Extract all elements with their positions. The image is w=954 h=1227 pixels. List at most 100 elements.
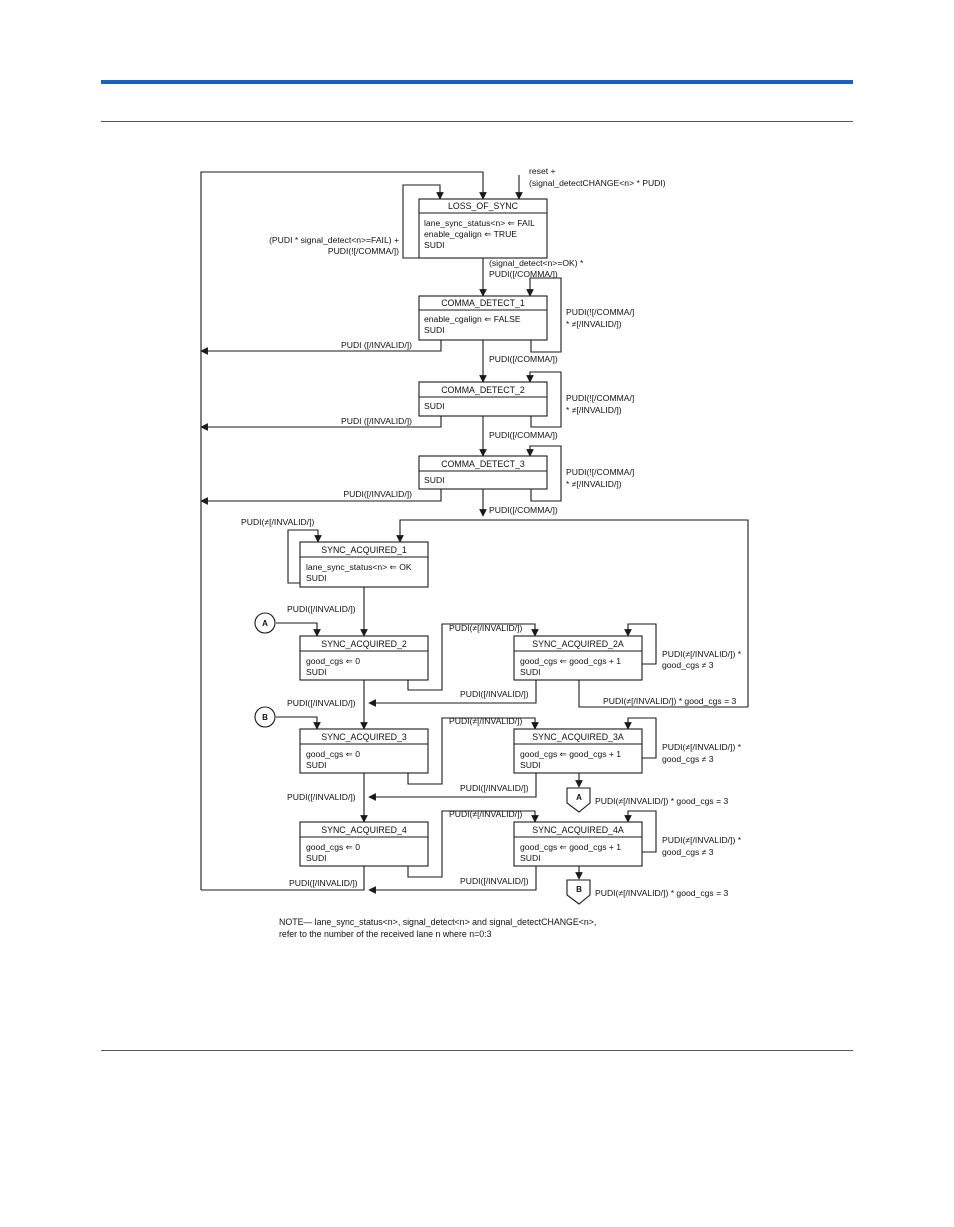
state-title: LOSS_OF_SYNC xyxy=(448,201,519,211)
connector-a-target: A xyxy=(566,787,591,813)
transition-label: PUDI([/INVALID/]) xyxy=(460,783,529,793)
edge-sa4a-to-sa4 xyxy=(368,866,537,894)
transition-label: PUDI([/INVALID/]) xyxy=(460,876,529,886)
transition-label: good_cgs ≠ 3 xyxy=(662,660,714,670)
diagram-note-line-2: refer to the number of the received lane… xyxy=(279,929,492,939)
transition-label: PUDI([/INVALID/]) xyxy=(343,489,412,499)
edge-cd2-invalid xyxy=(200,416,442,431)
state-action: SUDI xyxy=(520,760,541,770)
state-title: SYNC_ACQUIRED_4A xyxy=(532,825,624,835)
state-action: good_cgs ⇐ 0 xyxy=(306,749,360,759)
transition-label: PUDI(![/COMMA/] xyxy=(566,393,634,403)
state-title: SYNC_ACQUIRED_2 xyxy=(321,639,407,649)
edge-return-to-loss-of-sync xyxy=(200,171,487,890)
diagram-note-line-1: NOTE— lane_sync_status<n>, signal_detect… xyxy=(279,917,596,927)
state-sync-acquired-2a: SYNC_ACQUIRED_2A good_cgs ⇐ good_cgs + 1… xyxy=(513,635,643,681)
state-action: SUDI xyxy=(520,667,541,677)
transition-label: PUDI([/INVALID/]) xyxy=(460,689,529,699)
svg-text:B: B xyxy=(576,885,582,894)
transition-edges xyxy=(200,171,749,894)
edge-loss-self-loop xyxy=(402,184,444,259)
state-action: good_cgs ⇐ good_cgs + 1 xyxy=(520,842,621,852)
state-comma-detect-2: COMMA_DETECT_2 SUDI xyxy=(418,381,548,417)
state-action: enable_cgalign ⇐ FALSE xyxy=(424,314,521,324)
state-title: SYNC_ACQUIRED_2A xyxy=(532,639,624,649)
edge-cd3-self-loop xyxy=(526,445,562,502)
transition-label: PUDI(≠[/INVALID/]) * xyxy=(662,742,742,752)
transition-label: PUDI(≠[/INVALID/]) * xyxy=(662,835,742,845)
state-sync-acquired-3: SYNC_ACQUIRED_3 good_cgs ⇐ 0 SUDI xyxy=(299,728,429,774)
transition-label: PUDI([/INVALID/]) xyxy=(289,878,358,888)
header-accent-bar xyxy=(101,80,853,84)
state-action: SUDI xyxy=(424,240,445,250)
transition-label: PUDI ([/INVALID/]) xyxy=(341,340,412,350)
edge-cd3-invalid xyxy=(200,489,442,505)
svg-text:B: B xyxy=(262,713,268,722)
connector-b-source: B xyxy=(254,706,276,728)
transition-label: * ≠[/INVALID/]) xyxy=(566,319,622,329)
transition-label: good_cgs ≠ 3 xyxy=(662,847,714,857)
edge-cd1-self-loop xyxy=(526,277,562,353)
edge-sa2a-to-sa3 xyxy=(368,680,537,707)
state-action: SUDI xyxy=(306,573,327,583)
state-action: good_cgs ⇐ good_cgs + 1 xyxy=(520,749,621,759)
edge-cd1-invalid xyxy=(200,340,442,355)
edge-sa3-to-sa3a xyxy=(407,717,539,785)
edge-sa1-self-loop xyxy=(287,529,322,584)
state-action: good_cgs ⇐ 0 xyxy=(306,842,360,852)
transition-label: good_cgs ≠ 3 xyxy=(662,754,714,764)
state-title: SYNC_ACQUIRED_3A xyxy=(532,732,624,742)
state-title: COMMA_DETECT_3 xyxy=(441,459,525,469)
transition-label: * ≠[/INVALID/]) xyxy=(566,405,622,415)
state-action: SUDI xyxy=(306,667,327,677)
transition-label: PUDI([/INVALID/]) xyxy=(287,698,356,708)
state-loss-of-sync: LOSS_OF_SYNC lane_sync_status<n> ⇐ FAIL … xyxy=(418,198,548,259)
transition-label: PUDI([/INVALID/]) xyxy=(287,604,356,614)
state-sync-acquired-3a: SYNC_ACQUIRED_3A good_cgs ⇐ good_cgs + 1… xyxy=(513,728,643,774)
state-title: SYNC_ACQUIRED_1 xyxy=(321,545,407,555)
transition-label: (signal_detect<n>=OK) * xyxy=(489,258,584,268)
state-sync-acquired-2: SYNC_ACQUIRED_2 good_cgs ⇐ 0 SUDI xyxy=(299,635,429,681)
state-action: SUDI xyxy=(424,475,445,485)
connector-a-source: A xyxy=(254,612,276,634)
transition-label: PUDI([/COMMA/]) xyxy=(489,269,558,279)
state-action: good_cgs ⇐ 0 xyxy=(306,656,360,666)
footer-rule xyxy=(101,1050,853,1051)
transition-label: PUDI(![/COMMA/] xyxy=(566,307,634,317)
transition-labels: reset + (signal_detectCHANGE<n> * PUDI) … xyxy=(241,166,742,898)
state-title: COMMA_DETECT_1 xyxy=(441,298,525,308)
edge-sa4-to-sa4a xyxy=(407,810,539,878)
header-rule xyxy=(101,121,853,122)
state-action: SUDI xyxy=(520,853,541,863)
transition-label: PUDI(≠[/INVALID/]) xyxy=(449,623,522,633)
state-action: SUDI xyxy=(424,325,445,335)
transition-label: PUDI(≠[/INVALID/]) * xyxy=(662,649,742,659)
transition-label: PUDI(![/COMMA/] xyxy=(566,467,634,477)
state-action: good_cgs ⇐ good_cgs + 1 xyxy=(520,656,621,666)
svg-text:A: A xyxy=(262,619,268,628)
transition-label: * ≠[/INVALID/]) xyxy=(566,479,622,489)
state-action: SUDI xyxy=(424,401,445,411)
state-title: SYNC_ACQUIRED_4 xyxy=(321,825,407,835)
edge-junction-to-sa1 xyxy=(396,519,749,707)
transition-label: (PUDI * signal_detect<n>=FAIL) + xyxy=(269,235,399,245)
transition-label: (signal_detectCHANGE<n> * PUDI) xyxy=(529,178,666,188)
state-comma-detect-1: COMMA_DETECT_1 enable_cgalign ⇐ FALSE SU… xyxy=(418,295,548,341)
transition-label: PUDI(≠[/INVALID/]) * good_cgs = 3 xyxy=(595,796,728,806)
transition-label: PUDI(≠[/INVALID/]) xyxy=(449,809,522,819)
svg-text:A: A xyxy=(576,793,582,802)
transition-label: PUDI(≠[/INVALID/]) * good_cgs = 3 xyxy=(603,696,736,706)
transition-label: PUDI(≠[/INVALID/]) * good_cgs = 3 xyxy=(595,888,728,898)
state-title: COMMA_DETECT_2 xyxy=(441,385,525,395)
edge-sa3a-to-sa4 xyxy=(368,773,537,801)
state-sync-acquired-1: SYNC_ACQUIRED_1 lane_sync_status<n> ⇐ OK… xyxy=(299,541,429,588)
transition-label: PUDI([/COMMA/]) xyxy=(489,430,558,440)
state-sync-acquired-4a: SYNC_ACQUIRED_4A good_cgs ⇐ good_cgs + 1… xyxy=(513,821,643,867)
transition-label: PUDI([/INVALID/]) xyxy=(287,792,356,802)
state-sync-acquired-4: SYNC_ACQUIRED_4 good_cgs ⇐ 0 SUDI xyxy=(299,821,429,867)
state-action: enable_cgalign ⇐ TRUE xyxy=(424,229,517,239)
edge-sa4-to-loss xyxy=(201,866,365,891)
edge-b-to-sa3 xyxy=(276,716,321,730)
state-action: lane_sync_status<n> ⇐ FAIL xyxy=(424,218,535,228)
transition-label: PUDI(≠[/INVALID/]) xyxy=(449,716,522,726)
